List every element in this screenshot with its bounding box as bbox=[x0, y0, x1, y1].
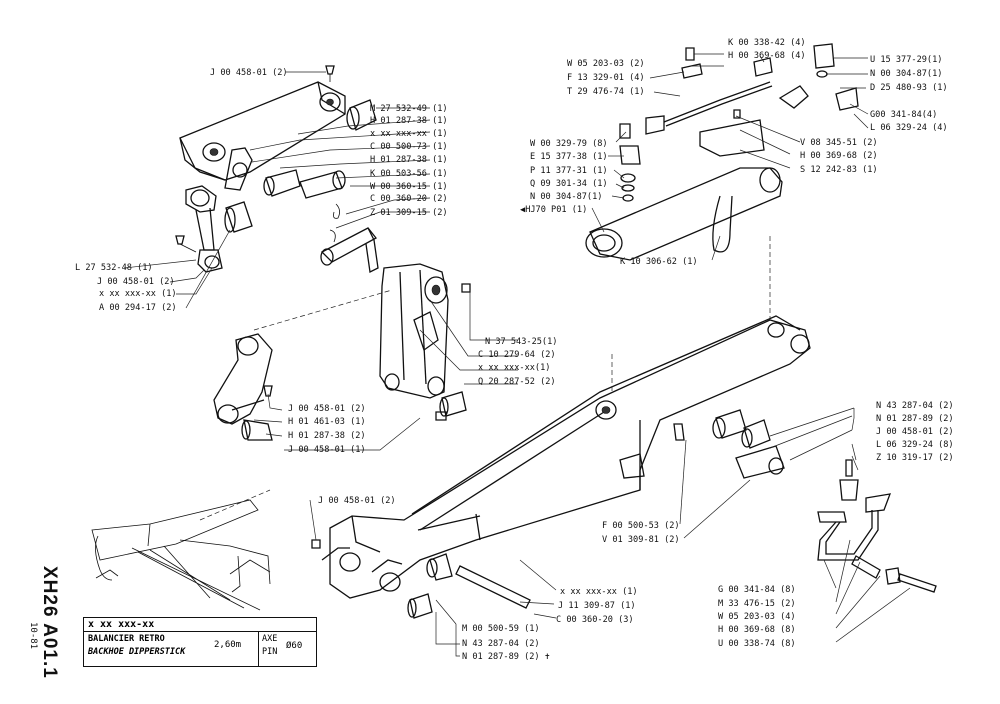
callout-u00: U 00 338-74 (8) bbox=[718, 639, 796, 649]
callout-j-link1: J 00 458-01 (2) bbox=[288, 404, 366, 414]
callout-k00-42: K 00 338-42 (4) bbox=[728, 38, 806, 48]
callout-hj70: ◀HJ70 P01 (1) bbox=[520, 205, 587, 215]
callout-n37: N 37 543-25(1) bbox=[485, 337, 557, 347]
callout-z10: Z 10 319-17 (2) bbox=[876, 453, 954, 463]
callout-s12: S 12 242-83 (1) bbox=[800, 165, 878, 175]
callout-labels: J 00 458-01 (2) M 27 532-49 (1) H 01 287… bbox=[75, 38, 954, 662]
machine-inset-drawing bbox=[91, 489, 271, 611]
callout-n01a: N 01 287-89 (2) bbox=[876, 414, 954, 424]
title-french: BALANCIER RETRO bbox=[88, 634, 165, 644]
callout-h01-461: H 01 461-03 (1) bbox=[288, 417, 366, 427]
axe-label: AXE bbox=[262, 634, 278, 644]
pin-drawing bbox=[320, 203, 379, 273]
callout-n43b: N 43 287-04 (2) bbox=[462, 639, 540, 649]
callout-k00-56: K 00 503-56 (1) bbox=[370, 169, 448, 179]
model-code: XH26 A01.1 bbox=[39, 566, 60, 679]
callout-w00-15: W 00 360-15 (1) bbox=[370, 182, 448, 192]
callout-z01-15: Z 01 309-15 (2) bbox=[370, 208, 448, 218]
pin-diameter: Ø60 bbox=[286, 641, 303, 651]
callout-u15: U 15 377-29(1) bbox=[870, 55, 942, 65]
callout-c00-20b: C 00 360-20 (3) bbox=[556, 615, 634, 625]
callout-m33: M 33 476-15 (2) bbox=[718, 599, 796, 609]
bracket-drawing bbox=[379, 263, 471, 421]
callout-l06a: L 06 329-24 (4) bbox=[870, 123, 948, 133]
callout-h00b: H 00 369-68 (2) bbox=[800, 151, 878, 161]
callout-n01b: N 01 287-89 (2) ✝ bbox=[462, 652, 550, 662]
callout-c10: C 10 279-64 (2) bbox=[478, 350, 556, 360]
callout-xx1: x xx xxx-xx (1) bbox=[370, 129, 448, 139]
callout-q20: Q 20 287-52 (2) bbox=[478, 377, 556, 387]
callout-h00c: H 00 369-68 (8) bbox=[718, 625, 796, 635]
callout-xx-left: x xx xxx-xx (1) bbox=[99, 289, 177, 299]
callout-j11: J 11 309-87 (1) bbox=[558, 601, 636, 611]
cylinder-drawing bbox=[585, 43, 859, 261]
dipperstick-body-drawing bbox=[311, 315, 811, 619]
callout-j-top: J 00 458-01 (2) bbox=[210, 68, 288, 78]
callout-h01a: H 01 287-38 (1) bbox=[370, 116, 448, 126]
title-english: BACKHOE DIPPERSTICK bbox=[88, 647, 186, 657]
callout-l06b: L 06 329-24 (8) bbox=[876, 440, 954, 450]
callout-j-bottom: J 00 458-01 (2) bbox=[318, 496, 396, 506]
callout-l27: L 27 532-48 (1) bbox=[75, 263, 153, 273]
model-code-block: XH26 A01.1 10-81 bbox=[16, 566, 64, 690]
title-block: x xx xxx-xx BALANCIER RETRO BACKHOE DIPP… bbox=[83, 617, 317, 667]
callout-f13: F 13 329-01 (4) bbox=[567, 73, 645, 83]
callout-xx-bottom: x xx xxx-xx (1) bbox=[560, 587, 638, 597]
callout-n00-87b: N 00 304-87(1) bbox=[530, 192, 602, 202]
upper-link-drawing bbox=[179, 65, 377, 199]
callout-v01: V 01 309-81 (2) bbox=[602, 535, 680, 545]
callout-g00a: G00 341-84(4) bbox=[870, 110, 937, 120]
stick-length: 2,60m bbox=[214, 640, 242, 650]
date-code: 10-81 bbox=[28, 622, 38, 650]
callout-q09: Q 09 301-34 (1) bbox=[530, 179, 608, 189]
callout-w05a: W 05 203-03 (2) bbox=[567, 59, 645, 69]
callout-h01c: H 01 287-38 (2) bbox=[288, 431, 366, 441]
callout-j-link2: J 00 458-01 (1) bbox=[288, 445, 366, 455]
side-link-drawing bbox=[175, 185, 253, 273]
callout-m27: M 27 532-49 (1) bbox=[370, 104, 448, 114]
title-block-ref: x xx xxx-xx bbox=[84, 618, 316, 632]
pin-label: PIN bbox=[262, 647, 278, 657]
callout-p11: P 11 377-31 (1) bbox=[530, 166, 608, 176]
callout-m00: M 00 500-59 (1) bbox=[462, 624, 540, 634]
callout-a00: A 00 294-17 (2) bbox=[99, 303, 177, 313]
callout-f00: F 00 500-53 (2) bbox=[602, 521, 680, 531]
callout-k10: K 10 306-62 (1) bbox=[620, 257, 698, 267]
callout-n43a: N 43 287-04 (2) bbox=[876, 401, 954, 411]
callout-n00-87a: N 00 304-87(1) bbox=[870, 69, 942, 79]
callout-c00-73: C 00 500-73 (1) bbox=[370, 142, 448, 152]
callout-j-left: J 00 458-01 (2) bbox=[97, 277, 175, 287]
callout-j-right: J 00 458-01 (2) bbox=[876, 427, 954, 437]
callout-xx-mid: x xx xxx-xx(1) bbox=[478, 363, 550, 373]
callout-h00a: H 00 369-68 (4) bbox=[728, 51, 806, 61]
title-divider bbox=[258, 632, 259, 666]
callout-v08: V 08 345-51 (2) bbox=[800, 138, 878, 148]
grease-line-drawing bbox=[817, 459, 937, 593]
lower-link-drawing bbox=[213, 333, 273, 441]
callout-w00-79: W 00 329-79 (8) bbox=[530, 139, 608, 149]
leader-lines bbox=[123, 53, 911, 657]
callout-e15: E 15 377-38 (1) bbox=[530, 152, 608, 162]
callout-w05b: W 05 203-03 (4) bbox=[718, 612, 796, 622]
callout-d25: D 25 480-93 (1) bbox=[870, 83, 948, 93]
callout-g00b: G 00 341-84 (8) bbox=[718, 585, 796, 595]
callout-c00-20a: C 00 360-20 (2) bbox=[370, 194, 448, 204]
callout-h01b: H 01 287-38 (1) bbox=[370, 155, 448, 165]
callout-t29: T 29 476-74 (1) bbox=[567, 87, 645, 97]
